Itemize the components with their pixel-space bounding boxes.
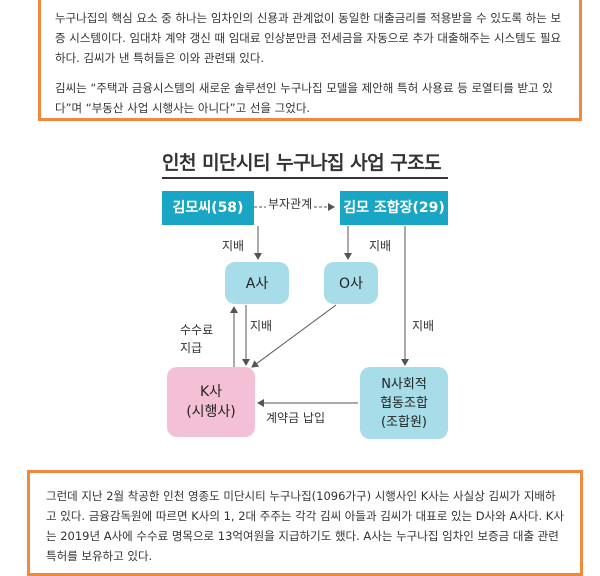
label-control: 지배	[369, 239, 392, 253]
node-a-label: A사	[245, 276, 269, 292]
label-fee-line2: 지급	[180, 341, 203, 355]
label-control: 지배	[250, 319, 273, 333]
node-n-cooperative: N사회적 협동조합 (조합원)	[360, 367, 448, 439]
label-control: 지배	[412, 319, 435, 333]
title-underline	[162, 177, 448, 179]
label-control: 지배	[222, 239, 245, 253]
label-father-son: 부자관계	[266, 195, 315, 212]
node-k-label: K사	[199, 384, 223, 400]
diagram-title: 인천 미단시티 누구나집 사업 구조도	[162, 152, 442, 174]
article-excerpt-bottom: 그런데 지난 2월 착공한 인천 영종도 미단시티 누구나집(1096가구) 시…	[27, 470, 583, 576]
paragraph: 김씨는 “주택과 금융시스템의 새로운 솔루션인 누구나집 모델을 제안해 특허…	[55, 81, 553, 115]
node-n-line2: 협동조합	[380, 395, 428, 411]
node-union-head: 김모 조합장(29)	[340, 191, 448, 225]
structure-diagram: 인천 미단시티 누구나집 사업 구조도 김모씨(58) 김모 조합장(29) 부…	[150, 145, 450, 450]
node-n-line1: N사회적	[381, 376, 427, 392]
node-a-company: A사	[225, 262, 289, 304]
o-to-k-arrow	[251, 304, 337, 368]
node-o-company: O사	[324, 262, 378, 304]
label-deposit: 계약금 납입	[266, 411, 326, 425]
node-k-company: K사 (시행사)	[167, 367, 255, 437]
paragraph: 그런데 지난 2월 착공한 인천 영종도 미단시티 누구나집(1096가구) 시…	[46, 489, 564, 563]
label-fee-line1: 수수료	[180, 323, 214, 337]
label-fee: 수수료 지급	[180, 321, 213, 357]
article-excerpt-top: 누구나집의 핵심 요소 중 하나는 임차인의 신용과 관계없이 동일한 대출금리…	[38, 0, 582, 121]
node-k-sublabel: (시행사)	[186, 404, 236, 420]
node-kim: 김모씨(58)	[162, 191, 254, 225]
node-n-line3: (조합원)	[380, 414, 428, 430]
node-o-label: O사	[339, 276, 363, 292]
paragraph: 누구나집의 핵심 요소 중 하나는 임차인의 신용과 관계없이 동일한 대출금리…	[55, 11, 562, 65]
